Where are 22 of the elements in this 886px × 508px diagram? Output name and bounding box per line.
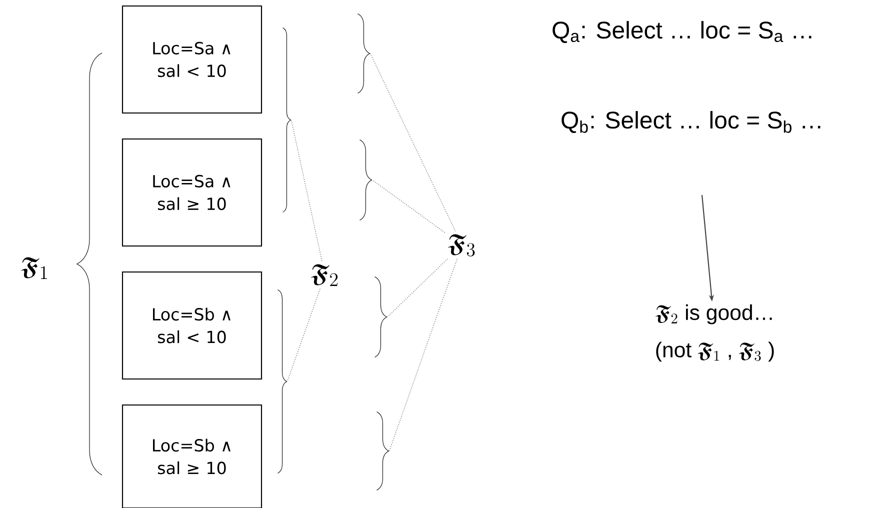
brace [282, 27, 291, 213]
family-label: $\boldsymbol{\mathfrak{F}}_{3}$ [448, 234, 475, 256]
connector-line [286, 288, 320, 382]
query-text: Q$_{b}$: Select … loc = S$_{b}$ … [562, 111, 820, 133]
condition-box: Loc=Sa ∧ sal < 10 [122, 5, 262, 114]
connector-line [386, 258, 448, 318]
brace [359, 139, 372, 221]
condition-box: Loc=Sb ∧ sal ≥ 10 [122, 404, 262, 508]
connector-line [388, 258, 458, 452]
connector-line [290, 120, 322, 262]
result-text: $\boldsymbol{\mathfrak{F}}_{2}\text{ is good…}$ $\text{(not }\boldsymbol{\mathfrak{F}}_{1}\text{ , }\boldsymbol{\mathfrak{F}}_{3}\text{ )}$ [656, 304, 774, 362]
connector-line [372, 180, 446, 234]
brace [374, 276, 387, 358]
connector-line [370, 53, 456, 232]
condition-box: Loc=Sa ∧ sal ≥ 10 [122, 138, 262, 247]
family-label: $\boldsymbol{\mathfrak{F}}_{1}$ [21, 257, 47, 279]
brace [376, 411, 389, 491]
query-text: Q$_{a}$: Select … loc = S$_{a}$ … [552, 21, 812, 43]
condition-box: Loc=Sb ∧ sal < 10 [122, 271, 262, 380]
family-label: $\boldsymbol{\mathfrak{F}}_{2}$ [311, 264, 338, 286]
brace [277, 289, 288, 474]
brace [357, 13, 370, 94]
